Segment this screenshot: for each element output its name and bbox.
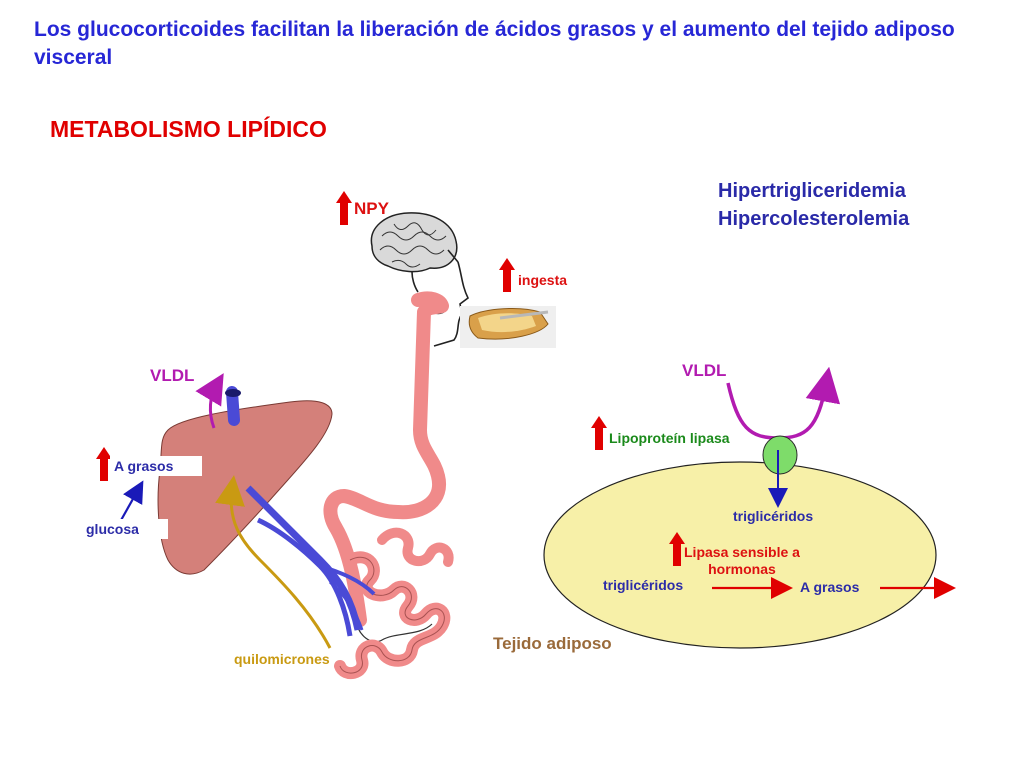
vldl-right-label: VLDL <box>682 361 727 380</box>
hypertriglyceridemia-label: Hipertrigliceridemia <box>718 180 906 202</box>
tejido-adiposo-label: Tejido adiposo <box>493 634 612 653</box>
a-grasos-right-label: A grasos <box>800 579 860 595</box>
a-grasos-left-label: A grasos <box>110 456 202 476</box>
vldl-left-label: VLDL <box>150 366 195 385</box>
lipasa-sensible-label: Lipasa sensible a hormonas <box>684 544 800 578</box>
vldl-capillary-curve <box>726 366 841 440</box>
trigliceridos-bottom-label: triglicéridos <box>603 577 684 593</box>
chylomicron-path <box>215 475 332 649</box>
adipose-tissue-ellipse <box>543 461 937 649</box>
ingesta-label: ingesta <box>518 272 568 288</box>
section-title: METABOLISMO LIPÍDICO <box>50 116 327 142</box>
lipasa-sensible-up-arrow-icon <box>669 532 685 566</box>
slide-title: Los glucocorticoides facilitan la libera… <box>34 18 955 69</box>
hyper-conditions: Hipertrigliceridemia Hipercolesterolemia <box>718 177 909 233</box>
lipasa-sensible-line-1: Lipasa sensible a <box>684 544 800 560</box>
lipasa-sensible-line-2: hormonas <box>708 561 776 577</box>
quilomicrones-label: quilomicrones <box>234 651 330 667</box>
brain-icon <box>370 212 458 273</box>
ingesta-up-arrow-icon <box>499 258 515 292</box>
trigliceridos-top-label: triglicéridos <box>733 508 814 524</box>
lipoprotein-lipase-cell <box>762 435 798 475</box>
a-grasos-up-arrow-icon <box>96 447 112 481</box>
glucose-to-liver-arrow <box>119 480 144 523</box>
npy-label: NPY <box>354 199 389 218</box>
lipoprotein-lipasa-up-arrow-icon <box>591 416 607 450</box>
lipoprotein-lipasa-label: Lipoproteín lipasa <box>609 430 730 446</box>
glucosa-label: glucosa <box>82 519 168 539</box>
npy-up-arrow-icon <box>336 191 352 225</box>
toast-icon <box>460 306 556 348</box>
liver-icon <box>157 400 333 575</box>
hypercholesterolemia-label: Hipercolesterolemia <box>718 208 910 230</box>
portal-veins <box>225 386 376 637</box>
vldl-liver-arrow <box>195 373 224 429</box>
